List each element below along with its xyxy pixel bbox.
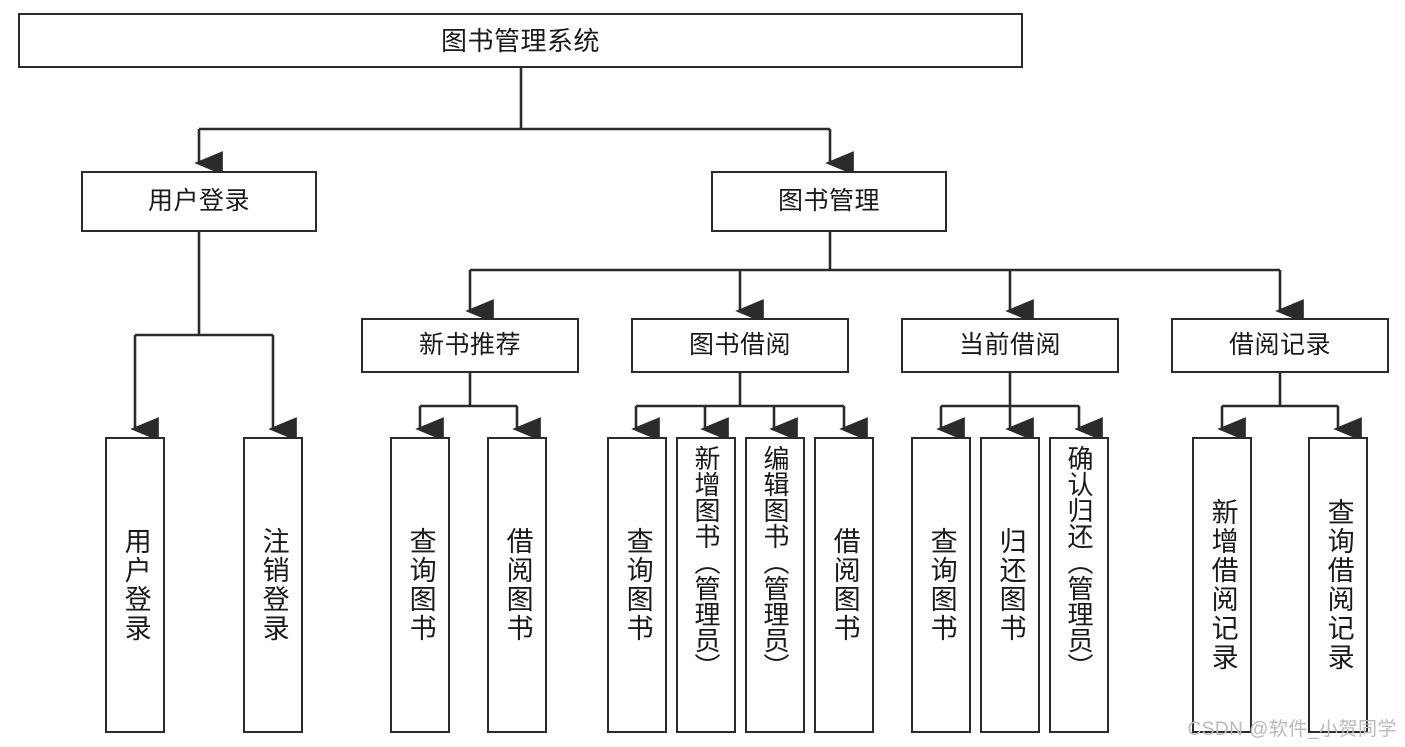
- node-borrow-record-label: 借阅记录: [1228, 331, 1331, 359]
- node-user-login-label: 用户登录: [147, 187, 250, 215]
- node-borrow-record[interactable]: 借阅记录: [1171, 318, 1389, 373]
- node-root[interactable]: 图书管理系统: [18, 13, 1023, 68]
- leaf-edit-book-admin[interactable]: 编辑图书（管理员）: [745, 437, 805, 733]
- node-new-book-recommend[interactable]: 新书推荐: [361, 318, 579, 373]
- leaf-user-login-label: 用户登录: [120, 527, 151, 643]
- leaf-confirm-return-admin[interactable]: 确认归还（管理员）: [1049, 437, 1109, 733]
- node-book-management[interactable]: 图书管理: [711, 171, 947, 232]
- leaf-add-book-admin[interactable]: 新增图书（管理员）: [676, 437, 736, 733]
- leaf-query-book-borrow[interactable]: 查询图书: [607, 437, 667, 733]
- leaf-logout-label: 注销登录: [258, 527, 289, 643]
- leaf-user-login[interactable]: 用户登录: [105, 437, 165, 733]
- watermark: CSDN @软件_小贺同学: [1187, 719, 1397, 740]
- leaf-query-book-current-label: 查询图书: [926, 527, 957, 643]
- leaf-query-borrow-record-label: 查询借阅记录: [1323, 498, 1354, 672]
- leaf-query-book-newbook-label: 查询图书: [405, 527, 436, 643]
- leaf-borrow-book-newbook[interactable]: 借阅图书: [487, 437, 547, 733]
- leaf-logout[interactable]: 注销登录: [243, 437, 303, 733]
- leaf-query-book-borrow-label: 查询图书: [622, 527, 653, 643]
- leaf-add-book-admin-label: 新增图书（管理员）: [691, 445, 722, 679]
- node-new-book-recommend-label: 新书推荐: [418, 331, 521, 359]
- leaf-query-book-newbook[interactable]: 查询图书: [390, 437, 450, 733]
- leaf-return-book-label: 归还图书: [995, 527, 1026, 643]
- leaf-add-borrow-record[interactable]: 新增借阅记录: [1192, 437, 1252, 733]
- leaf-query-borrow-record[interactable]: 查询借阅记录: [1308, 437, 1368, 733]
- node-book-management-label: 图书管理: [777, 187, 880, 215]
- leaf-edit-book-admin-label: 编辑图书（管理员）: [760, 445, 791, 679]
- leaf-confirm-return-admin-label: 确认归还（管理员）: [1064, 445, 1095, 679]
- node-book-borrow[interactable]: 图书借阅: [631, 318, 849, 373]
- leaf-query-book-current[interactable]: 查询图书: [911, 437, 971, 733]
- leaf-borrow-book[interactable]: 借阅图书: [814, 437, 874, 733]
- node-current-borrow-label: 当前借阅: [958, 331, 1061, 359]
- leaf-borrow-book-label: 借阅图书: [829, 527, 860, 643]
- leaf-return-book[interactable]: 归还图书: [980, 437, 1040, 733]
- leaf-borrow-book-newbook-label: 借阅图书: [502, 527, 533, 643]
- node-book-borrow-label: 图书借阅: [688, 331, 791, 359]
- node-user-login[interactable]: 用户登录: [81, 171, 317, 232]
- node-current-borrow[interactable]: 当前借阅: [901, 318, 1119, 373]
- leaf-add-borrow-record-label: 新增借阅记录: [1207, 498, 1238, 672]
- node-root-label: 图书管理系统: [440, 25, 600, 56]
